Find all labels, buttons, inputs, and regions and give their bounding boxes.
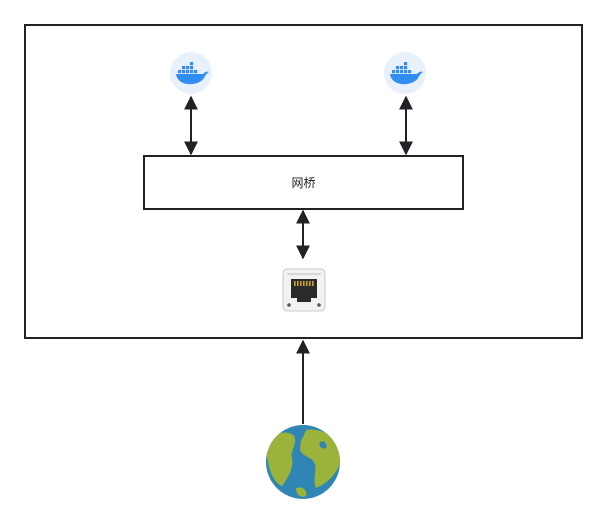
bridge-box [143,155,464,210]
bridge-label: 网桥 [291,176,315,190]
docker-icon [384,52,426,94]
host-container-box [24,24,583,339]
ethernet-port-icon [282,268,326,312]
docker-icon [170,52,212,94]
globe-icon [266,425,340,499]
